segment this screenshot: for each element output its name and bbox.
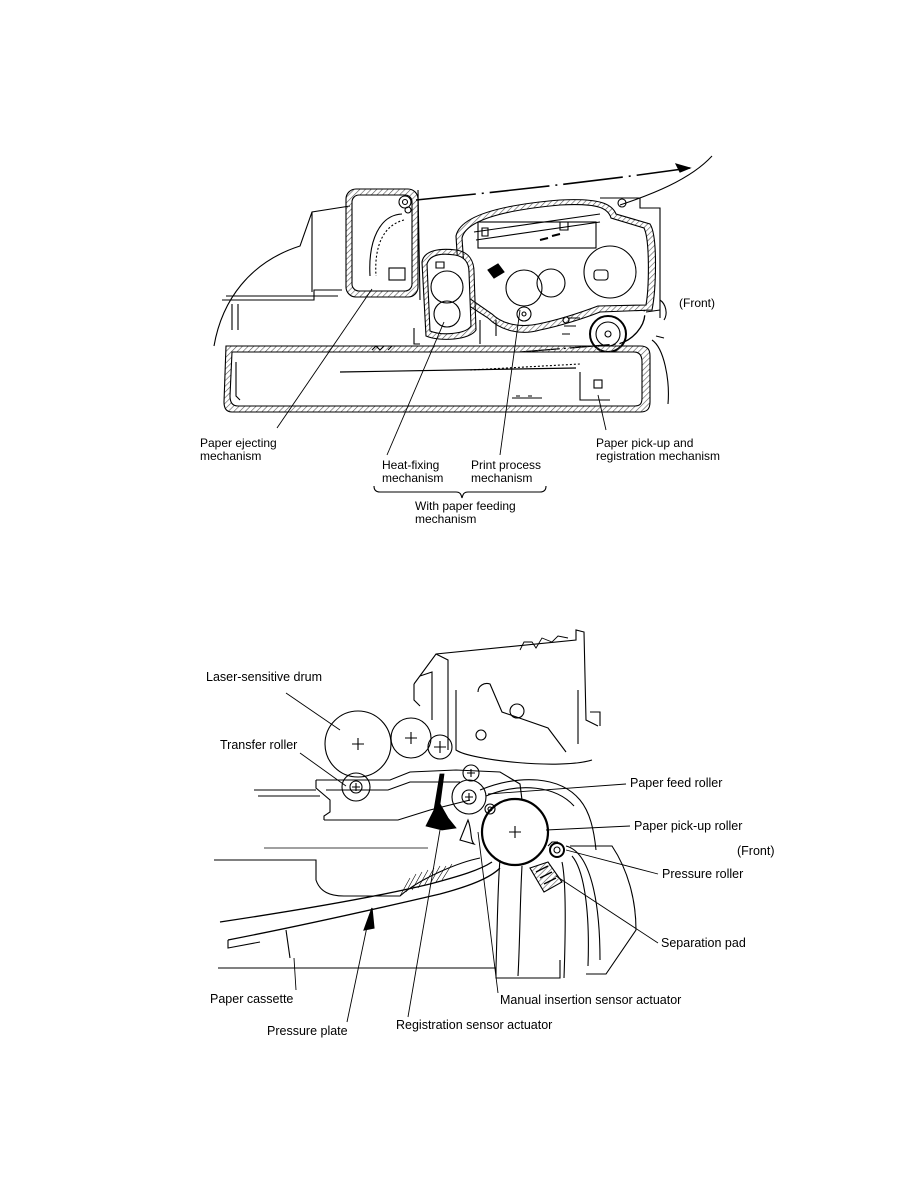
transfer-roller [341,772,371,802]
paper-feeding-group-label: With paper feeding mechanism [415,500,516,526]
top-cover-outline [213,205,351,347]
group-label-line1: With paper feeding [415,499,516,513]
pressure-roller [549,842,565,858]
paper-ejecting-label: Paper ejecting mechanism [200,437,277,463]
heat-fixing-label: Heat-fixing mechanism [382,459,443,485]
front-label-fig2: (Front) [737,844,775,858]
group-label-line2: mechanism [415,512,477,526]
paper-pickup-roller-label: Paper pick-up roller [634,819,743,833]
paper-pickup-roller [480,797,550,867]
pickup-registration-line2: registration mechanism [596,449,721,463]
print-process-line2: mechanism [471,471,533,485]
eject-paper-path [415,167,691,201]
separation-pad [529,861,563,893]
pickup-registration-line1: Paper pick-up and [596,436,694,450]
paper-ejecting-line2: mechanism [200,449,262,463]
laser-drum-label: Laser-sensitive drum [206,670,323,684]
transfer-roller-label: Transfer roller [220,738,298,752]
print-process-label: Print process mechanism [471,459,541,485]
pickup-registration-label: Paper pick-up and registration mechanism [596,437,720,463]
group-brace [373,485,547,499]
paper-cassette-label: Paper cassette [210,992,294,1006]
pickup-detail-diagram [214,629,659,1023]
pressure-roller-label: Pressure roller [662,867,744,881]
pressure-plate-paper-stack [219,861,493,923]
paper-ejecting-line1: Paper ejecting [200,436,277,450]
manual-insertion-label: Manual insertion sensor actuator [500,993,682,1007]
manual-insertion-actuator [459,818,476,846]
registration-actuator-label: Registration sensor actuator [396,1018,553,1032]
heat-fixing-line1: Heat-fixing [382,458,440,472]
paper-feed-roller-label: Paper feed roller [630,776,723,790]
print-process-line1: Print process [471,458,542,472]
separation-pad-label: Separation pad [661,936,746,950]
paper-feed-roller [451,779,487,815]
pressure-plate-label: Pressure plate [267,1024,348,1038]
front-label-fig1: (Front) [679,296,715,310]
registration-sensor-actuator [425,773,457,831]
laser-sensitive-drum [324,710,392,778]
heat-fixing-line2: mechanism [382,471,444,485]
